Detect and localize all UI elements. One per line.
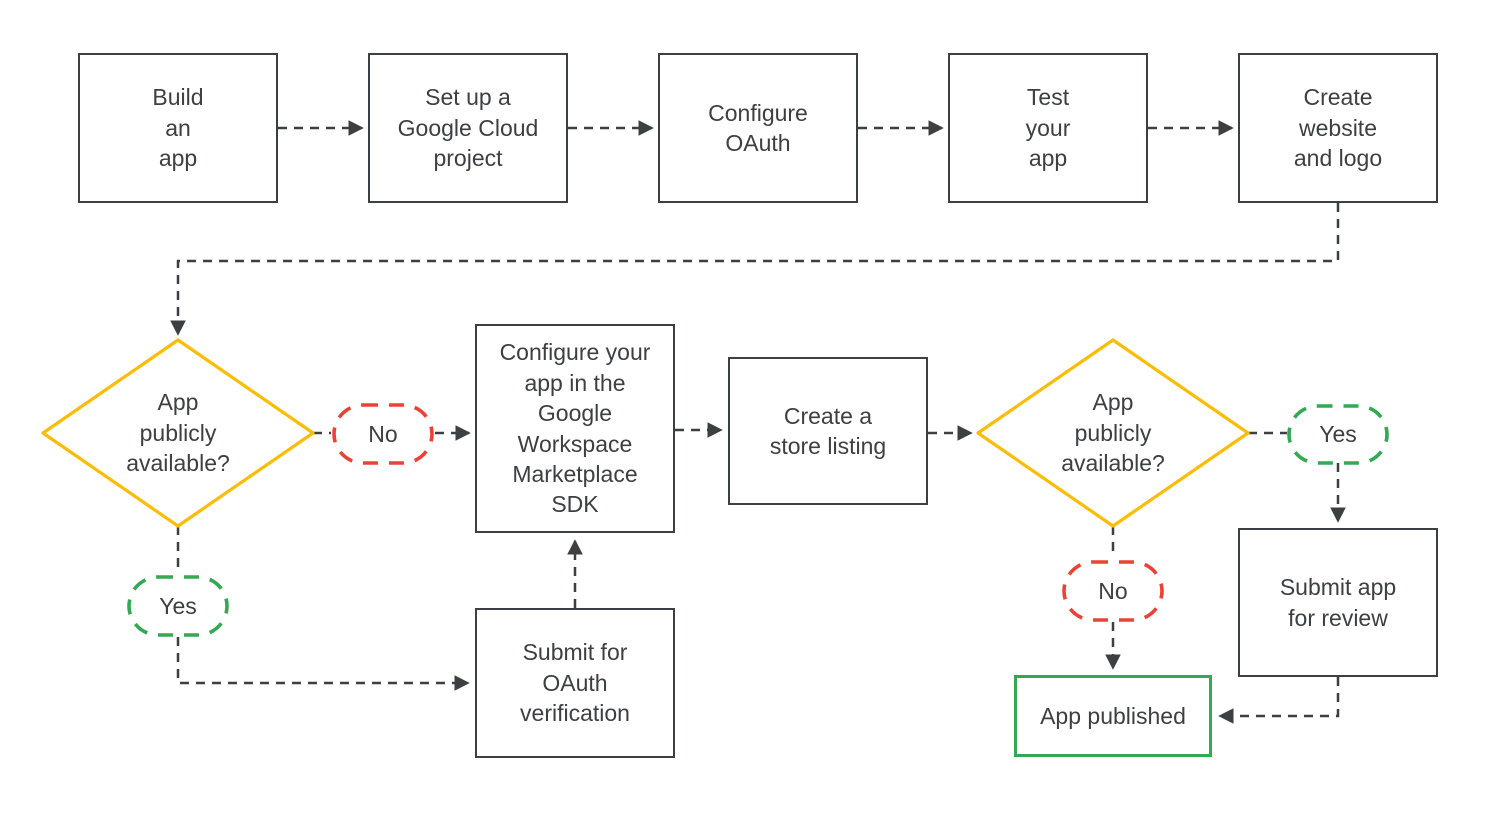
no2-oval — [1062, 560, 1164, 622]
decision2-diamond — [976, 338, 1250, 528]
node-test-your-app-label: Test your app — [1025, 84, 1071, 172]
node-submit-app-for-review: Submit app for review — [1238, 528, 1438, 677]
node-submit-oauth-verification: Submit for OAuth verification — [475, 608, 675, 758]
edge-label-yes-2: Yes — [1289, 406, 1387, 463]
yes2-oval — [1287, 404, 1389, 465]
node-setup-google-cloud-project: Set up a Google Cloud project — [368, 53, 568, 203]
yes2-label: Yes — [1319, 421, 1357, 448]
decision1-diamond — [41, 338, 315, 528]
node-submit-oauth-verification-label: Submit for OAuth verification — [520, 639, 630, 727]
node-configure-oauth-label: Configure OAuth — [708, 99, 808, 156]
node-configure-oauth: Configure OAuth — [658, 53, 858, 203]
node-setup-google-cloud-project-label: Set up a Google Cloud project — [397, 84, 539, 172]
edge-website-to-decision1 — [170, 203, 1340, 336]
node-configure-marketplace-sdk-label: Configure your app in the Google Workspa… — [499, 339, 651, 518]
no2-label: No — [1098, 577, 1128, 604]
node-build-an-app-label: Build an app — [152, 84, 204, 172]
node-create-store-listing: Create a store listing — [728, 357, 928, 505]
edge-yes-to-submit-oauth — [176, 637, 470, 691]
node-create-website-and-logo-label: Create website and logo — [1293, 84, 1383, 172]
node-build-an-app: Build an app — [78, 53, 278, 203]
node-app-published: App published — [1014, 675, 1212, 757]
yes1-label: Yes — [159, 592, 197, 619]
yes1-oval — [127, 575, 229, 637]
edge-label-no-1: No — [334, 405, 432, 463]
decision1-label: App publicly available? — [126, 389, 230, 477]
edge-review-to-published — [1218, 677, 1340, 724]
node-configure-marketplace-sdk: Configure your app in the Google Workspa… — [475, 324, 675, 533]
node-test-your-app: Test your app — [948, 53, 1148, 203]
node-app-published-label: App published — [1040, 702, 1186, 729]
no1-oval — [332, 403, 434, 465]
node-submit-app-for-review-label: Submit app for review — [1279, 574, 1397, 631]
node-decision-app-publicly-available-2: App publicly available? — [1023, 363, 1203, 503]
node-decision-app-publicly-available-1: App publicly available? — [88, 363, 268, 503]
decision2-label: App publicly available? — [1061, 389, 1165, 477]
edge-label-yes-1: Yes — [129, 577, 227, 635]
no1-label: No — [368, 420, 398, 447]
node-create-store-listing-label: Create a store listing — [769, 402, 887, 459]
edge-label-no-2: No — [1064, 562, 1162, 620]
node-create-website-and-logo: Create website and logo — [1238, 53, 1438, 203]
